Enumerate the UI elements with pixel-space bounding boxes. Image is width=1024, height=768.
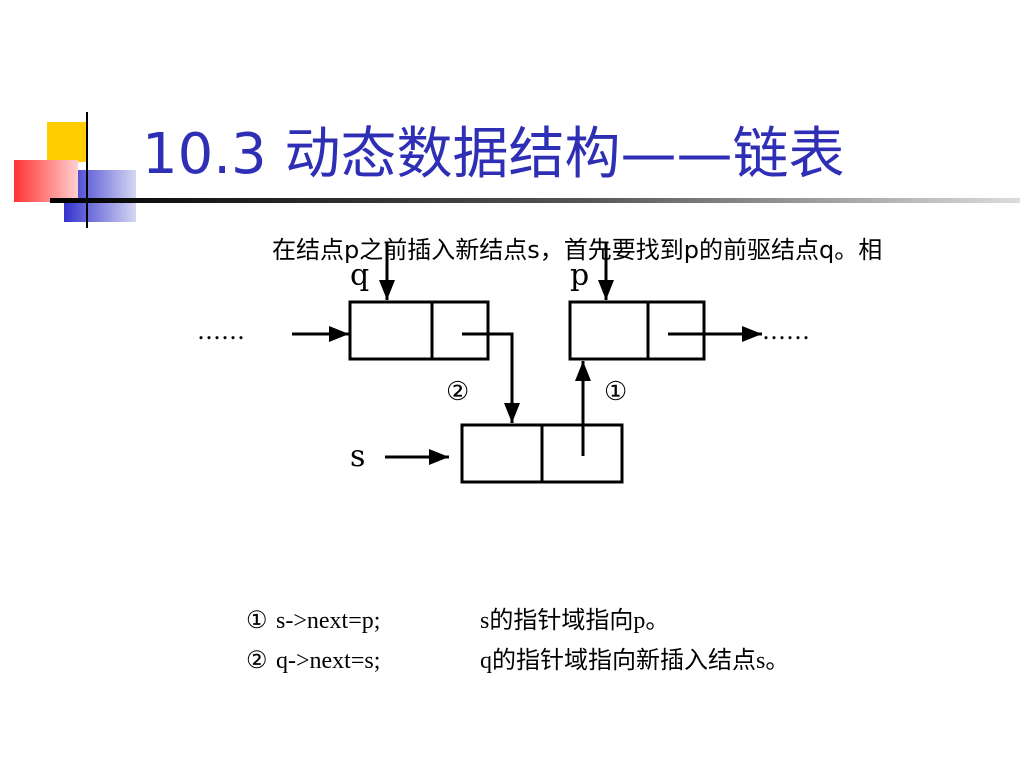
slide-decoration: [14, 112, 1020, 228]
label-s: s: [350, 439, 365, 474]
step-marker: ②: [246, 648, 268, 674]
step-code: s->next=p;: [276, 608, 381, 634]
deco-yellow-square: [47, 122, 87, 162]
node-p-next-field: [646, 300, 706, 361]
title-underline: [50, 198, 1020, 203]
step1-marker: ①: [604, 377, 627, 407]
intro-text: 在结点p之前插入新结点s，首先要找到p的前驱结点q。相: [272, 236, 883, 264]
deco-red-square: [14, 160, 78, 202]
step-line: ① s->next=p; s的指针域指向p。: [246, 606, 669, 636]
page-title: 10.3 动态数据结构——链表: [142, 122, 845, 187]
node-s-data-field: [460, 423, 544, 484]
node-p-data-field: [568, 300, 650, 361]
node-q-data-field: [348, 300, 434, 361]
step-code: q->next=s;: [276, 648, 381, 674]
step-line: ② q->next=s; q的指针域指向新插入结点s。: [246, 646, 789, 676]
label-q: q: [350, 258, 369, 293]
step-marker: ①: [246, 608, 268, 634]
step-description: q的指针域指向新插入结点s。: [480, 648, 790, 674]
step-description: s的指针域指向p。: [480, 608, 670, 634]
step2-marker: ②: [446, 377, 469, 407]
ellipsis-left: ……: [197, 317, 245, 345]
ellipsis-right: ……: [762, 317, 810, 345]
arrow-q-next-to-s: [462, 332, 520, 423]
label-p: p: [570, 258, 589, 293]
node-q-next-field: [430, 300, 490, 361]
